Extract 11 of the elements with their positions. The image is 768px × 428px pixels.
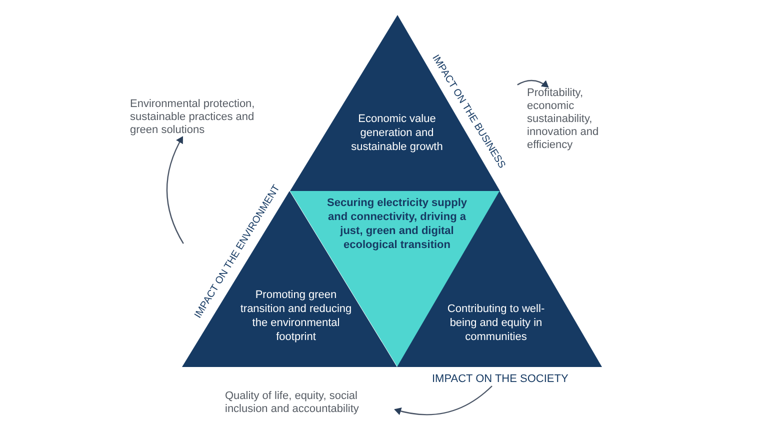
section-text: Economic value generation and sustainable growth — [350, 112, 444, 154]
impact-text: Environmental protection, sustainable practices and green solutions — [130, 98, 280, 137]
impact-text: Profitability, economic sustainability, innovation and efficiency — [527, 87, 632, 152]
curved-arrow — [166, 136, 184, 244]
section-text: Promoting green transition and reducing the environmental footprint — [240, 288, 352, 344]
impact-text: Quality of life, equity, social inclusion and accountability — [225, 390, 395, 416]
section-text: Contributing to well-being and equity in communities — [446, 302, 546, 344]
curved-arrow — [517, 80, 549, 88]
impact-text: IMPACT ON THE SOCIETY — [432, 373, 582, 386]
section-text: Securing electricity supply and connectivity, driving a just, green and digital ecological transition — [326, 196, 468, 252]
curved-arrow — [394, 386, 492, 416]
